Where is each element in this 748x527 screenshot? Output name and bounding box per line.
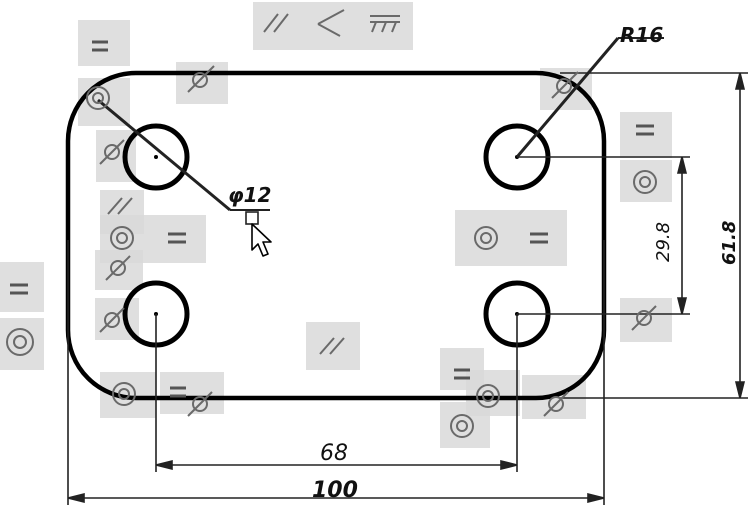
concentric-icon[interactable] — [6, 328, 34, 356]
equal-icon[interactable] — [636, 124, 654, 136]
concentric-icon[interactable] — [476, 384, 500, 408]
tangent-icon[interactable] — [105, 255, 131, 281]
concentric-icon[interactable] — [474, 226, 498, 250]
concentric-icon[interactable] — [633, 170, 657, 194]
hole-top-left[interactable] — [122, 123, 190, 191]
dimensions — [67, 37, 748, 505]
tangent-icon[interactable] — [631, 305, 657, 331]
equal-icon[interactable] — [530, 232, 548, 244]
dim-hole-diameter[interactable]: φ12 — [228, 183, 271, 207]
constraint-backgrounds — [0, 2, 672, 448]
tangent-icon[interactable] — [543, 391, 569, 417]
concentric-icon[interactable] — [110, 226, 134, 250]
dim-hole-spacing-y[interactable]: 29.8 — [653, 222, 674, 262]
dim-overall-height[interactable]: 61.8 — [719, 221, 740, 265]
equal-icon[interactable] — [168, 232, 186, 244]
dim-radius[interactable]: R16 — [620, 23, 663, 47]
tangent-icon[interactable] — [99, 307, 125, 333]
dim-hole-spacing-x[interactable]: 68 — [320, 441, 348, 466]
concentric-icon[interactable] — [86, 86, 110, 110]
equal-icon[interactable] — [10, 283, 28, 295]
horizontal-icon[interactable] — [370, 15, 400, 33]
tangent-icon[interactable] — [187, 65, 215, 93]
equal-icon[interactable] — [454, 368, 470, 380]
tangent-icon[interactable] — [99, 139, 125, 165]
dim-overall-width[interactable]: 100 — [312, 478, 358, 503]
parallel-icon[interactable] — [319, 337, 345, 355]
parallel-icon[interactable] — [263, 13, 289, 33]
tangent-icon[interactable] — [551, 71, 579, 99]
concentric-icon[interactable] — [112, 382, 136, 406]
perpendicular-icon[interactable] — [317, 9, 345, 37]
mouse-cursor-icon — [251, 223, 272, 257]
tangent-icon[interactable] — [187, 391, 213, 417]
equal-icon[interactable] — [92, 40, 108, 52]
rounded-rectangle-profile[interactable] — [65, 70, 607, 401]
equal-icon[interactable] — [170, 386, 186, 398]
parallel-icon[interactable] — [107, 197, 133, 215]
concentric-icon[interactable] — [450, 414, 474, 438]
